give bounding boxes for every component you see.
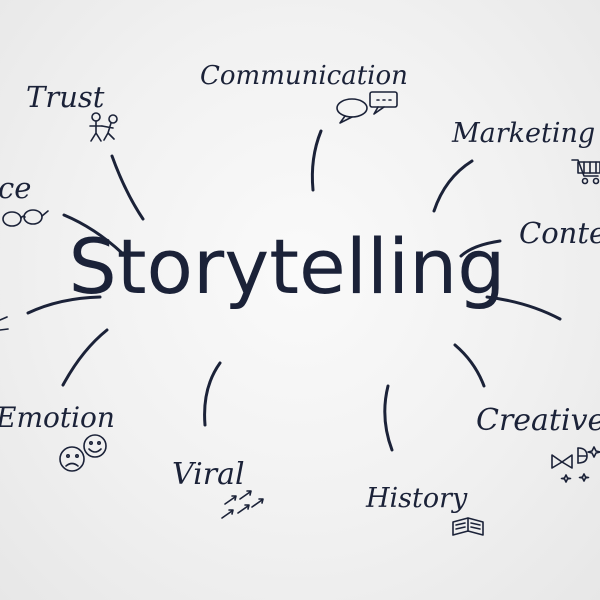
node-experience-partial: ce (0, 171, 31, 205)
shopping-cart-icon (571, 159, 600, 185)
branch-history (383, 384, 394, 452)
sad-happy-faces-icon (59, 434, 107, 472)
branch-content (459, 239, 502, 258)
open-book-icon (452, 517, 484, 536)
left-edge-arrows-icon (0, 316, 9, 331)
node-trust: Trust (26, 80, 105, 114)
node-content: Content (519, 216, 600, 250)
node-creative: Creative (476, 403, 600, 438)
branch-marketing (432, 159, 474, 213)
branch-right (485, 295, 562, 321)
branch-emotion (61, 328, 109, 387)
node-emotion: Emotion (0, 401, 115, 434)
node-communication: Communication (200, 61, 408, 91)
branch-left (26, 295, 102, 315)
glasses-icon (2, 209, 49, 227)
branch-communication (310, 129, 323, 192)
node-marketing: Marketing (451, 118, 595, 149)
center-topic: Storytelling (68, 222, 505, 311)
branch-trust (110, 154, 145, 221)
scatter-arrows-icon (221, 490, 264, 519)
node-history: History (365, 483, 468, 514)
bow-sparkle-icon (551, 446, 600, 483)
branch-creative (453, 343, 486, 388)
branch-experience (62, 213, 124, 255)
node-viral: Viral (172, 457, 245, 492)
two-figures-icon (89, 112, 118, 142)
branch-viral (203, 361, 222, 427)
speech-bubbles-icon (336, 91, 398, 124)
